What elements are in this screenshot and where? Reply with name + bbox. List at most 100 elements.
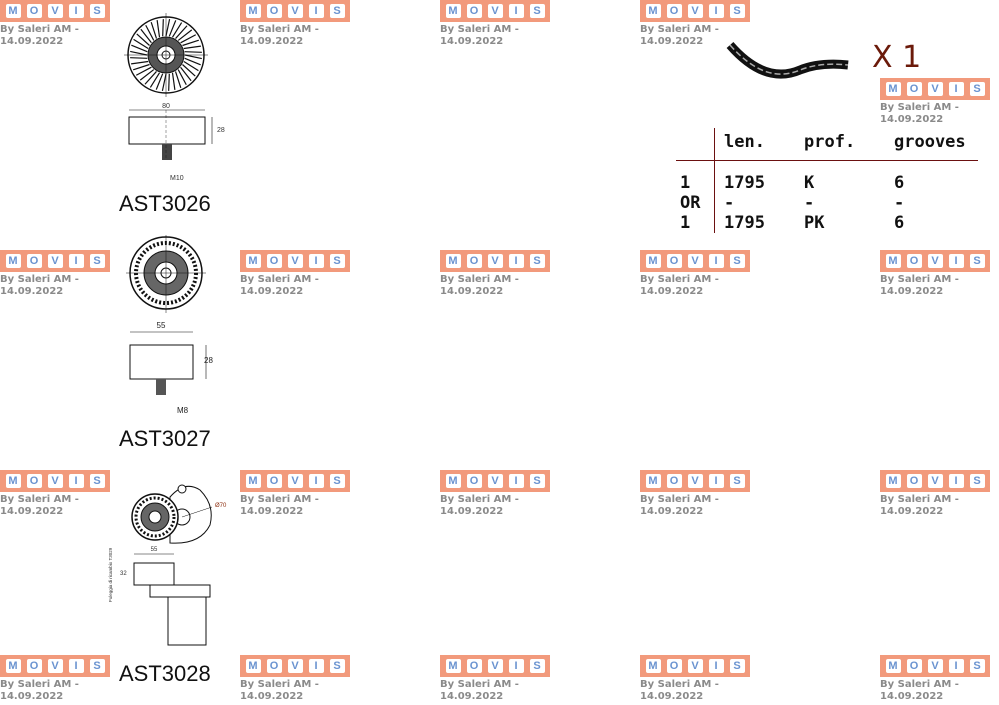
watermark-letter: S <box>89 4 105 18</box>
watermark-letter: O <box>666 254 682 268</box>
column-header <box>676 128 715 161</box>
watermark-letter: V <box>487 4 503 18</box>
watermark-signature: By Saleri AM - 14.09.2022 <box>240 494 319 517</box>
idler-pulley-drawing: 55 28 M8 <box>126 235 213 415</box>
cell-qty: 1 <box>676 213 715 233</box>
watermark-signature: By Saleri AM - 14.09.2022 <box>640 679 719 702</box>
watermark-letter: V <box>927 254 943 268</box>
watermark-letter: M <box>445 254 461 268</box>
watermark-letter: M <box>885 82 901 96</box>
watermark-letter: O <box>906 254 922 268</box>
watermark-signature: By Saleri AM - 14.09.2022 <box>880 102 959 125</box>
watermark-letter: V <box>487 659 503 673</box>
watermark-signature: By Saleri AM - 14.09.2022 <box>0 679 79 702</box>
tensioner-drawing: Ø70 55 32 Puleggia di ricambio T3029 <box>108 484 227 646</box>
watermark-signature: By Saleri AM - 14.09.2022 <box>440 494 519 517</box>
cell-grooves: - <box>894 193 905 213</box>
watermark-letter: V <box>487 474 503 488</box>
watermark-letter: V <box>927 659 943 673</box>
part-code: AST3026 <box>119 191 211 216</box>
watermark-letter: I <box>508 4 524 18</box>
watermark-letter: M <box>645 659 661 673</box>
cell-profile: PK <box>804 213 825 233</box>
watermark-letter: S <box>969 659 985 673</box>
watermark-letter: V <box>487 254 503 268</box>
watermark-letter: M <box>5 659 21 673</box>
cell-qty: 1 <box>676 160 715 193</box>
watermark-letter: O <box>666 659 682 673</box>
dimension-height: 32 <box>120 571 127 577</box>
watermark-letter: M <box>5 254 21 268</box>
watermark-letter: I <box>308 659 324 673</box>
cell-grooves: 6 <box>894 213 905 233</box>
watermark-letter: M <box>645 474 661 488</box>
watermark-letter: I <box>948 82 964 96</box>
cell-grooves: 6 <box>894 173 905 193</box>
watermark-letter: V <box>47 4 63 18</box>
watermark-letter: I <box>308 4 324 18</box>
watermark-letter: V <box>47 474 63 488</box>
watermark-letter: M <box>885 659 901 673</box>
watermark-letter: O <box>666 4 682 18</box>
watermark-signature: By Saleri AM - 14.09.2022 <box>880 274 959 297</box>
watermark-letter: I <box>708 4 724 18</box>
watermark-letter: O <box>266 474 282 488</box>
watermark-letter: S <box>529 4 545 18</box>
thread-label: M8 <box>177 406 189 415</box>
watermark-letter: V <box>687 659 703 673</box>
part-code: AST3027 <box>119 426 211 451</box>
watermark-signature: By Saleri AM - 14.09.2022 <box>640 494 719 517</box>
part-ast3028: Ø70 55 32 Puleggia di ricambio T3029 <box>100 475 250 650</box>
watermark-letter: S <box>969 474 985 488</box>
cell-profile: - <box>804 193 815 213</box>
idler-pulley-drawing: 80 28 M10 <box>124 13 225 182</box>
watermark-letter: O <box>26 4 42 18</box>
watermark-letter: S <box>529 659 545 673</box>
column-header-profile: prof. <box>804 132 856 152</box>
watermark-letter: I <box>948 474 964 488</box>
cell-length: 1795 <box>724 213 765 233</box>
watermark-letter: V <box>287 659 303 673</box>
watermark-letter: V <box>287 254 303 268</box>
watermark-letter: I <box>68 254 84 268</box>
part-ast3026: 80 28 M10 <box>120 10 230 190</box>
watermark-signature: By Saleri AM - 14.09.2022 <box>0 494 79 517</box>
watermark-letter: O <box>666 474 682 488</box>
part-code: AST3028 <box>119 661 211 686</box>
watermark-letter: S <box>329 659 345 673</box>
watermark-letter: I <box>708 254 724 268</box>
watermark-letter: V <box>687 254 703 268</box>
watermark-letter: S <box>529 254 545 268</box>
table-row: 1 1795 K 6 <box>676 160 978 193</box>
watermark-letter: S <box>89 659 105 673</box>
watermark-letter: S <box>329 254 345 268</box>
watermark-letter: V <box>287 4 303 18</box>
watermark-signature: By Saleri AM - 14.09.2022 <box>640 274 719 297</box>
watermark-letter: M <box>445 474 461 488</box>
watermark-letter: I <box>508 659 524 673</box>
watermark-letter: V <box>47 254 63 268</box>
belt-quantity: X 1 <box>872 40 922 75</box>
watermark-letter: I <box>308 254 324 268</box>
